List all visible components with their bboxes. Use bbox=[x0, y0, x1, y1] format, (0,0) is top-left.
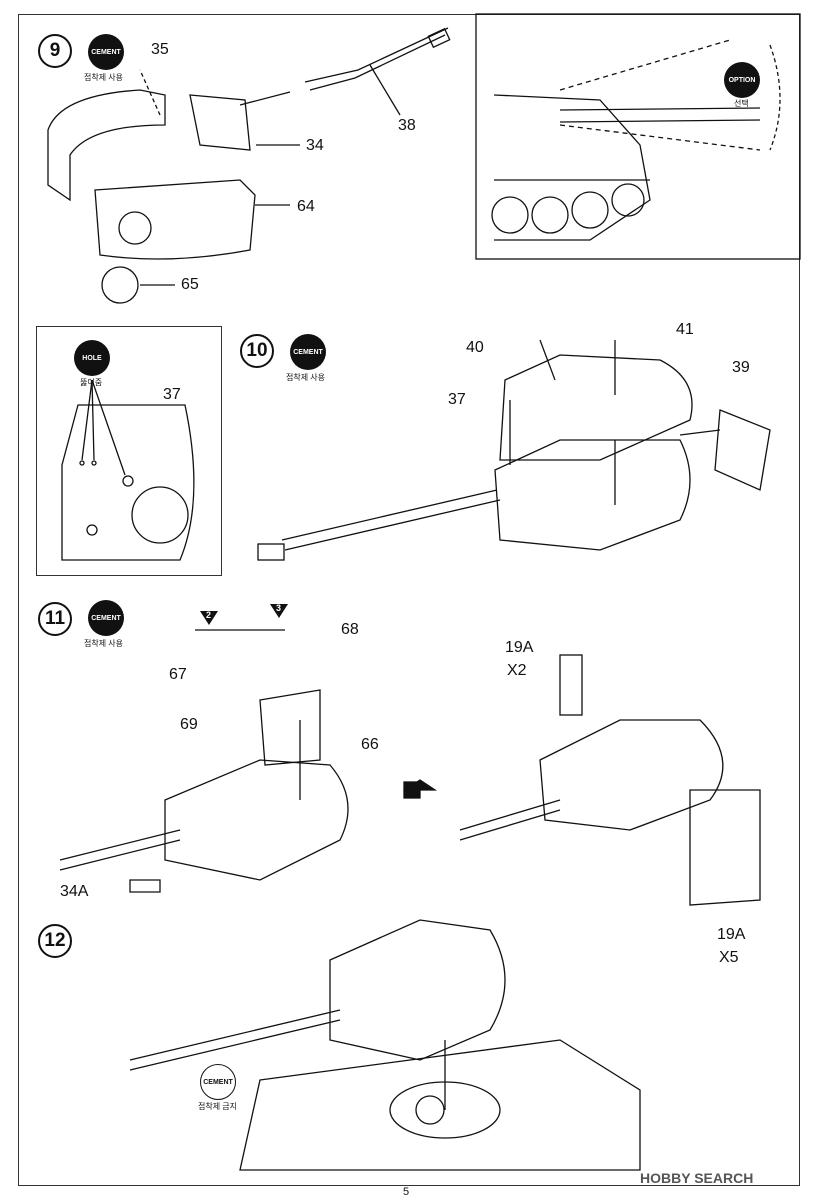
part-35-label: 35 bbox=[151, 41, 169, 58]
part-19a-top-label: 19A bbox=[505, 639, 534, 656]
page-border bbox=[18, 14, 800, 1186]
part-37-label: 37 bbox=[448, 391, 466, 408]
step-11-number-text: 11 bbox=[44, 608, 66, 629]
qty-x2-label: X2 bbox=[507, 662, 527, 679]
part-39-label: 39 bbox=[732, 359, 750, 376]
part-65-label: 65 bbox=[181, 276, 199, 293]
step-12-number: 12 bbox=[38, 924, 72, 958]
cement-badge-text: CEMENT bbox=[91, 48, 121, 56]
part-69-label: 69 bbox=[180, 716, 198, 733]
part-19a-bottom-label: 19A bbox=[717, 926, 746, 943]
part-41-label: 41 bbox=[676, 321, 694, 338]
part-64-label: 64 bbox=[297, 198, 315, 215]
cement-badge-text: CEMENT bbox=[293, 348, 323, 356]
step12-drawing bbox=[129, 919, 641, 1171]
step11-drawing bbox=[59, 629, 761, 906]
part-68-label: 68 bbox=[341, 621, 359, 638]
step-9-number-text: 9 bbox=[49, 40, 61, 61]
cement-icon: CEMENT bbox=[88, 600, 124, 636]
cement-caption: 접착제 사용 bbox=[84, 639, 124, 648]
hole-panel bbox=[36, 326, 222, 576]
option-caption: 선택 bbox=[734, 99, 749, 108]
hole-panel-drawing bbox=[61, 379, 195, 561]
cement-caption: 접착제 사용 bbox=[286, 373, 326, 382]
step-12-number-text: 12 bbox=[44, 930, 66, 951]
cement-caption: 접착제 사용 bbox=[84, 73, 124, 82]
option-tank-drawing bbox=[491, 39, 781, 241]
no-cement-icon: CEMENT bbox=[200, 1064, 236, 1100]
watermark: HOBBY SEARCH bbox=[640, 1170, 754, 1186]
step-10-number: 10 bbox=[240, 334, 274, 368]
part-38-label: 38 bbox=[398, 117, 416, 134]
step-11-number: 11 bbox=[38, 602, 72, 636]
step-9-number: 9 bbox=[38, 34, 72, 68]
step-10-number-text: 10 bbox=[246, 340, 268, 361]
part-34-label: 34 bbox=[306, 137, 324, 154]
option-badge-text: OPTION bbox=[728, 76, 756, 84]
cement-badge-text: CEMENT bbox=[91, 614, 121, 622]
hole-caption: 뚫어줌 bbox=[80, 378, 103, 387]
cement-icon: CEMENT bbox=[88, 34, 124, 70]
part-40-label: 40 bbox=[466, 339, 484, 356]
cement-icon: CEMENT bbox=[290, 334, 326, 370]
option-panel-frame bbox=[475, 13, 801, 260]
step10-drawing bbox=[257, 339, 771, 561]
option-icon: OPTION bbox=[724, 62, 760, 98]
marker-3-icon bbox=[270, 604, 288, 618]
marker-2-icon bbox=[200, 611, 218, 625]
hole-part-37-label: 37 bbox=[163, 386, 181, 403]
part-67-label: 67 bbox=[169, 666, 187, 683]
step9-drawing bbox=[47, 27, 451, 304]
marker-2-text: 2 bbox=[206, 610, 212, 620]
qty-x5-label: X5 bbox=[719, 949, 739, 966]
marker-3-text: 3 bbox=[276, 603, 282, 613]
page-number: 5 bbox=[403, 1186, 410, 1198]
hole-badge-text: HOLE bbox=[82, 354, 102, 362]
hole-icon: HOLE bbox=[74, 340, 110, 376]
part-66-label: 66 bbox=[361, 736, 379, 753]
no-cement-badge-text: CEMENT bbox=[203, 1078, 233, 1086]
no-cement-caption: 접착제 금지 bbox=[198, 1102, 238, 1111]
part-34a-label: 34A bbox=[60, 883, 89, 900]
